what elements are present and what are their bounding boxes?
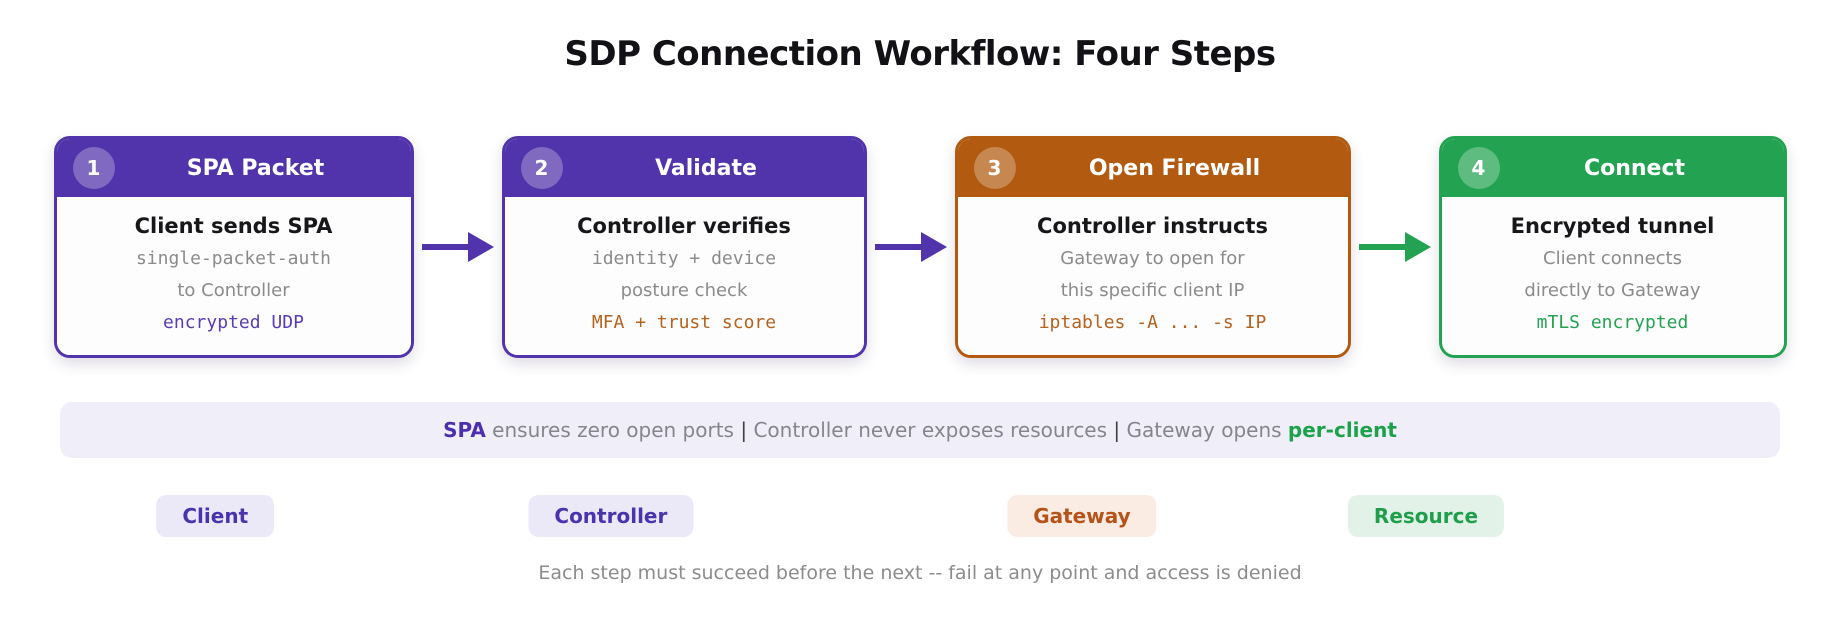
step-header: 2 Validate — [504, 139, 864, 197]
step-body: Controller instructs Gateway to open for… — [957, 197, 1348, 355]
step-card-connect: 4 Connect Encrypted tunnel Client connec… — [1438, 136, 1787, 358]
banner-spa-highlight: SPA — [443, 418, 486, 442]
banner-text: ensures zero open ports — [485, 418, 741, 442]
step-detail: Client connects — [1543, 248, 1682, 269]
step-headline: Controller verifies — [577, 214, 791, 238]
arrow-shaft — [1358, 244, 1405, 250]
step-detail: posture check — [620, 280, 748, 301]
step-title: SPA Packet — [186, 155, 325, 181]
step-headline: Client sends SPA — [134, 214, 333, 238]
step-title: Connect — [1583, 155, 1686, 181]
step-card-open-firewall: 3 Open Firewall Controller instructs Gat… — [954, 136, 1351, 358]
banner-separator: | — [740, 418, 748, 442]
arrow-head — [1404, 232, 1431, 262]
footer-note: Each step must succeed before the next -… — [538, 562, 1302, 584]
step-body: Encrypted tunnel Client connects directl… — [1441, 197, 1784, 355]
step-title: Open Firewall — [1088, 155, 1261, 181]
step-card-validate: 2 Validate Controller verifies identity … — [501, 136, 867, 358]
step-detail-accent: encrypted UDP — [163, 312, 304, 333]
step-number-badge: 4 — [1457, 147, 1500, 189]
banner-text: Controller never exposes resources — [747, 418, 1114, 442]
role-chips-row: Client Controller Gateway Resource — [0, 495, 1840, 537]
step-headline: Controller instructs — [1037, 214, 1268, 238]
banner-separator: | — [1113, 418, 1121, 442]
arrow-head — [467, 232, 494, 262]
step-card-spa-packet: 1 SPA Packet Client sends SPA single-pac… — [53, 136, 414, 358]
chip-controller: Controller — [528, 495, 694, 537]
summary-banner: SPA ensures zero open ports | Controller… — [60, 402, 1780, 458]
chip-gateway: Gateway — [1007, 495, 1157, 537]
step-headline: Encrypted tunnel — [1510, 214, 1715, 238]
arrow-right-icon — [414, 136, 502, 358]
step-header: 4 Connect — [1441, 139, 1784, 197]
arrow-shaft — [874, 244, 921, 250]
step-title: Validate — [655, 155, 757, 181]
chip-client: Client — [156, 495, 275, 537]
step-detail: to Controller — [177, 280, 290, 301]
steps-row: 1 SPA Packet Client sends SPA single-pac… — [0, 136, 1840, 358]
sdp-workflow-diagram: SDP Connection Workflow: Four Steps 1 SP… — [0, 34, 1840, 584]
step-body: Client sends SPA single-packet-auth to C… — [56, 197, 411, 355]
step-detail-accent: mTLS encrypted — [1536, 312, 1689, 333]
arrow-head — [920, 232, 947, 262]
step-number-badge: 1 — [72, 147, 115, 189]
step-header: 1 SPA Packet — [56, 139, 411, 197]
step-detail-accent: MFA + trust score — [591, 312, 777, 333]
step-detail: single-packet-auth — [135, 248, 332, 269]
banner-per-client-highlight: per-client — [1287, 418, 1397, 442]
step-body: Controller verifies identity + device po… — [504, 197, 864, 355]
step-detail-accent: iptables -A ... -s IP — [1038, 312, 1267, 333]
page-title: SDP Connection Workflow: Four Steps — [564, 34, 1276, 74]
step-header: 3 Open Firewall — [957, 139, 1348, 197]
arrow-shaft — [421, 244, 468, 250]
step-detail: this specific client IP — [1060, 280, 1245, 301]
step-number-badge: 3 — [973, 147, 1016, 189]
step-detail: directly to Gateway — [1524, 280, 1701, 301]
banner-text: Gateway opens — [1120, 418, 1288, 442]
chip-resource: Resource — [1347, 495, 1505, 537]
step-number-badge: 2 — [520, 147, 563, 189]
arrow-right-icon — [1351, 136, 1439, 358]
step-detail: Gateway to open for — [1060, 248, 1245, 269]
arrow-right-icon — [867, 136, 955, 358]
step-detail: identity + device — [591, 248, 777, 269]
